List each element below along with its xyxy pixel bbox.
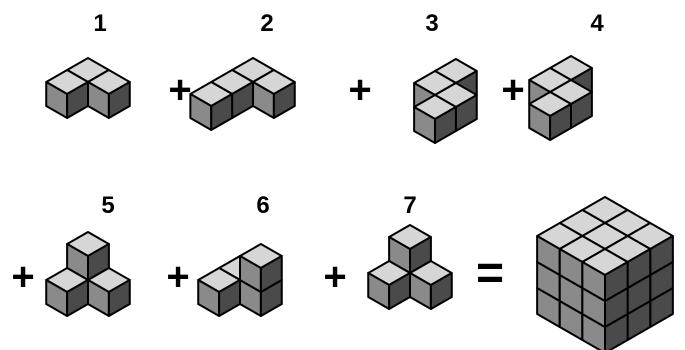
- unit-cube: [409, 260, 453, 310]
- soma-piece-1: [45, 57, 131, 119]
- plus-sign: +: [348, 68, 372, 112]
- soma-piece-3: [413, 58, 478, 144]
- plus-sign: +: [11, 255, 35, 299]
- plus-sign: +: [168, 68, 192, 112]
- unit-cube: [87, 267, 131, 317]
- plus-sign: +: [323, 255, 347, 299]
- unit-cube: [45, 267, 89, 317]
- soma-piece-2: [189, 57, 296, 131]
- unit-cube: [45, 69, 89, 119]
- assembled-cube: [536, 196, 674, 350]
- soma-piece-7: [367, 224, 453, 310]
- plus-sign: +: [166, 255, 190, 299]
- soma-piece-4: [528, 55, 593, 141]
- equals-sign: =: [475, 247, 505, 300]
- piece-number-1: 1: [93, 10, 107, 37]
- piece-number-2: 2: [260, 10, 274, 37]
- piece-number-7: 7: [403, 192, 417, 219]
- piece-number-6: 6: [256, 192, 270, 219]
- piece-number-3: 3: [425, 10, 439, 37]
- unit-cube: [239, 243, 283, 293]
- unit-cube: [413, 94, 457, 144]
- unit-cube: [528, 91, 572, 141]
- soma-piece-6: [197, 243, 283, 317]
- unit-cube: [189, 81, 234, 131]
- unit-cube: [197, 267, 241, 317]
- unit-cube: [367, 260, 411, 310]
- plus-sign: +: [501, 68, 525, 112]
- piece-number-5: 5: [101, 192, 115, 219]
- soma-piece-5: [45, 231, 131, 317]
- unit-cube: [581, 248, 629, 302]
- piece-number-4: 4: [590, 10, 604, 37]
- unit-cube: [252, 69, 296, 119]
